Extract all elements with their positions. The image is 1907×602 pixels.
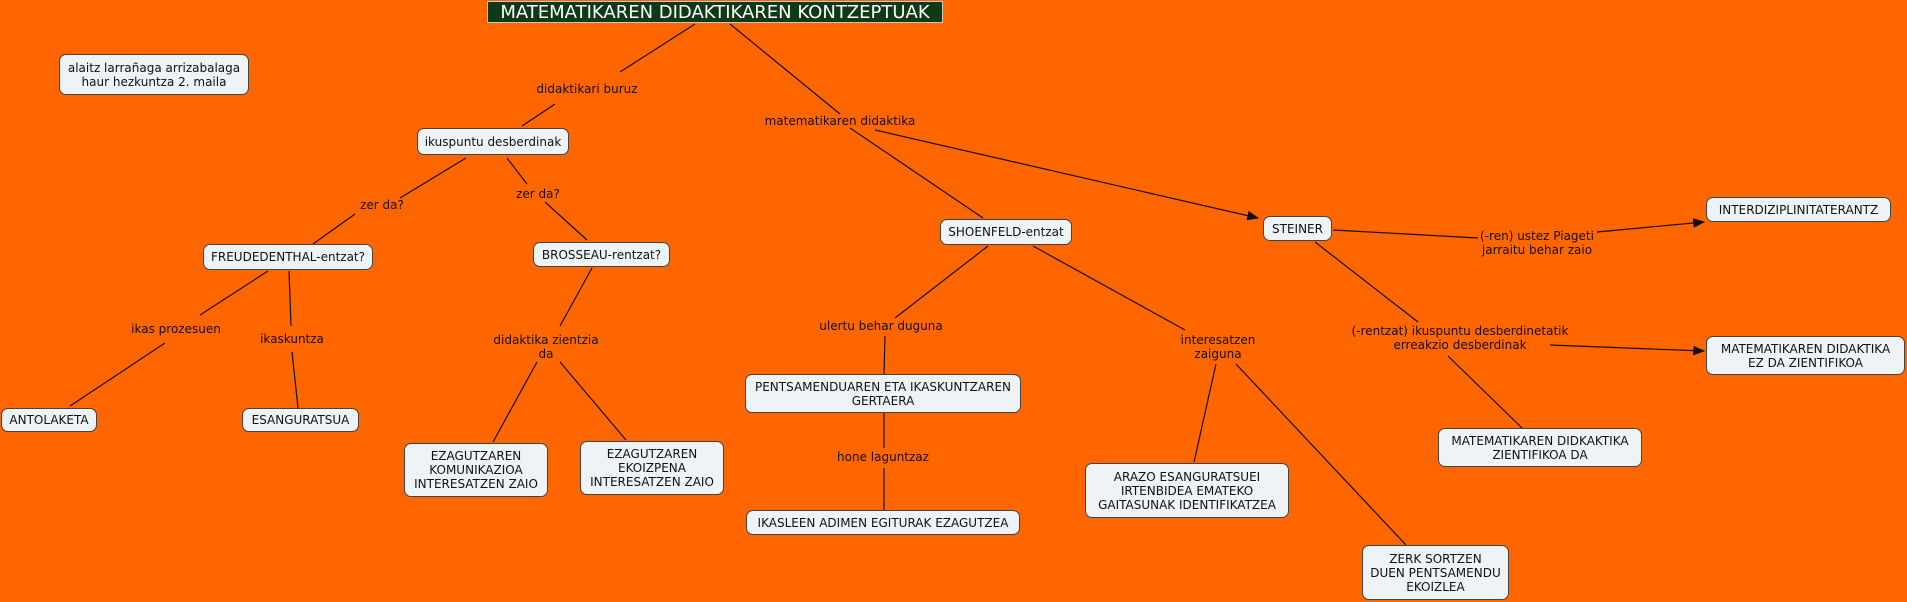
- node-zientifikoa[interactable]: MATEMATIKAREN DIDKAKTIKA ZIENTIFIKOA DA: [1438, 428, 1642, 467]
- node-ekoizpena[interactable]: EZAGUTZAREN EKOIZPENA INTERESATZEN ZAIO: [580, 441, 724, 495]
- link-ulertu: ulertu behar duguna: [819, 319, 943, 333]
- map-title: MATEMATIKAREN DIDAKTIKAREN KONTZEPTUAK: [487, 1, 943, 23]
- link-zer-da-1: zer da?: [360, 198, 404, 212]
- link-ren-ustez: (-ren) ustez Piageti jarraitu behar zaio: [1480, 229, 1594, 257]
- link-ikaskuntza: ikaskuntza: [260, 332, 324, 346]
- link-interesatzen: interesatzen zaiguna: [1180, 333, 1256, 361]
- link-matematikaren: matematikaren didaktika: [764, 114, 916, 128]
- node-steiner[interactable]: STEINER: [1263, 216, 1332, 241]
- node-arazo[interactable]: ARAZO ESANGURATSUEI IRTENBIDEA EMATEKO G…: [1085, 463, 1289, 518]
- link-ikas-prozesuen: ikas prozesuen: [131, 322, 221, 336]
- link-zer-da-2: zer da?: [516, 187, 560, 201]
- node-zerk[interactable]: ZERK SORTZEN DUEN PENTSAMENDU EKOIZLEA: [1362, 545, 1509, 600]
- node-interdiziplinitate[interactable]: INTERDIZIPLINITATERANTZ: [1706, 197, 1891, 222]
- link-didaktika-zientzia: didaktika zientzia da: [493, 333, 599, 361]
- node-freudenthal[interactable]: FREUDEDENTHAL-entzat?: [203, 244, 373, 270]
- node-brosseau[interactable]: BROSSEAU-rentzat?: [533, 242, 670, 267]
- node-pentsamendua[interactable]: PENTSAMENDUAREN ETA IKASKUNTZAREN GERTAE…: [745, 374, 1021, 413]
- node-ez-zientifikoa[interactable]: MATEMATIKAREN DIDAKTIKA EZ DA ZIENTIFIKO…: [1706, 336, 1905, 375]
- node-esanguratsua[interactable]: ESANGURATSUA: [242, 408, 359, 432]
- link-didaktikari: didaktikari buruz: [536, 82, 638, 96]
- link-hone: hone laguntzaz: [837, 450, 929, 464]
- node-antolaketa[interactable]: ANTOLAKETA: [1, 408, 97, 432]
- author-note: alaitz larrañaga arrizabalaga haur hezku…: [59, 54, 249, 95]
- node-ikasleen[interactable]: IKASLEEN ADIMEN EGITURAK EZAGUTZEA: [746, 510, 1020, 535]
- node-komunikazioa[interactable]: EZAGUTZAREN KOMUNIKAZIOA INTERESATZEN ZA…: [404, 443, 548, 497]
- node-shoenfeld[interactable]: SHOENFELD-entzat: [940, 219, 1072, 245]
- node-ikuspuntu[interactable]: ikuspuntu desberdinak: [417, 128, 569, 155]
- link-rentzat: (-rentzat) ikuspuntu desberdinetatik err…: [1351, 324, 1569, 352]
